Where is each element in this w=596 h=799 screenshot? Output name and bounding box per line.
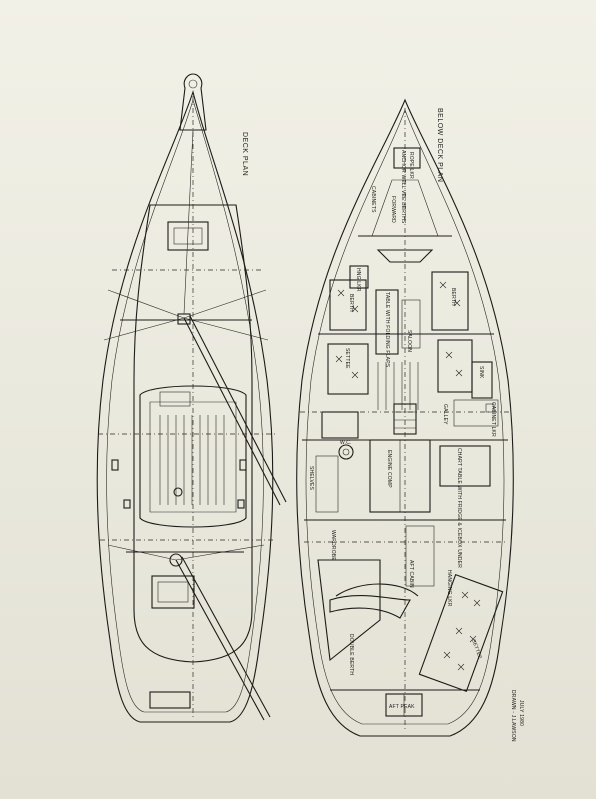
label-cabinet-lkr: CABINET LKR [490,402,496,437]
below-deck-title: BELOW DECK PLAN [436,108,443,182]
aft-cabin-cushion [329,595,411,619]
label-aft-peak: AFT PEAK [389,704,415,710]
label-wardrobe: WARDROBE [330,530,336,561]
deck-hull-outline [96,90,274,723]
deck-plan-title: DECK PLAN [241,132,248,176]
label-date: JULY 1980 [518,700,524,726]
below-deck-plan: BELOW DECK PLAN ANCHOR WELL ROPE LKR CAB… [296,98,524,742]
galley-sink [471,361,493,399]
deck-plan: DECK PLAN [96,73,287,723]
deck-toe-rail [106,98,264,713]
transom-hatch [149,691,191,709]
starboard-berth [431,271,469,331]
bow-roller [188,79,198,89]
label-sink: SINK [478,366,484,379]
starboard-settee [437,339,473,393]
heads [321,411,359,439]
mizzen-mast [169,553,183,567]
chart-table [439,445,491,487]
aft-settee [418,573,504,693]
label-rope-locker: ROPE LKR [408,152,414,179]
label-berth-port: BERTH [348,294,354,312]
bow-pulpit [179,73,207,131]
label-chart-table: CHART TABLE WITH FRIDGE & ICEBOX UNDER [456,448,462,568]
label-berth-stbd: BERTH [450,288,456,306]
label-shelves: SHELVES [308,466,314,491]
label-hng-lkr: HNG LKR [355,268,361,292]
port-settee [327,343,369,395]
label-forward: FORWARD [390,196,396,223]
companionway [393,403,417,435]
label-vee-berths: VEE BERTHS [400,190,406,224]
double-berth [317,559,381,662]
wc-bowl [338,444,354,460]
cockpit-winch [173,487,183,497]
label-cabinets: CABINETS [370,186,376,213]
label-galley: GALLEY [442,404,448,425]
label-aft-cabin: AFT CABIN [408,560,414,588]
label-hanging-lkr-aft: HANGING LKR [446,570,452,607]
mizzen-boom [175,559,265,721]
main-boom [183,317,281,506]
label-saloon: SALOON [406,330,412,352]
label-settee-port: SETTEE [344,348,350,369]
hanging-locker [349,265,369,289]
vee-berth-cushions [376,249,434,263]
below-hull-outline [296,98,514,737]
fore-hatch [167,221,209,251]
label-anchor-well: ANCHOR WELL [400,150,406,189]
anchor-well [393,147,421,169]
steering-arc [335,583,419,597]
saloon-table [375,289,399,355]
label-engine-comp: ENGINE COMP [386,450,392,488]
label-double-berth: DOUBLE BERTH [348,634,354,675]
label-wc: W.C. [340,440,352,446]
label-drawn-by: DRAWN - J.LAWSON [510,690,516,742]
cockpit [139,385,247,528]
port-berth [329,279,367,331]
label-table: TABLE WITH FOLDING FLAPS [384,292,390,368]
